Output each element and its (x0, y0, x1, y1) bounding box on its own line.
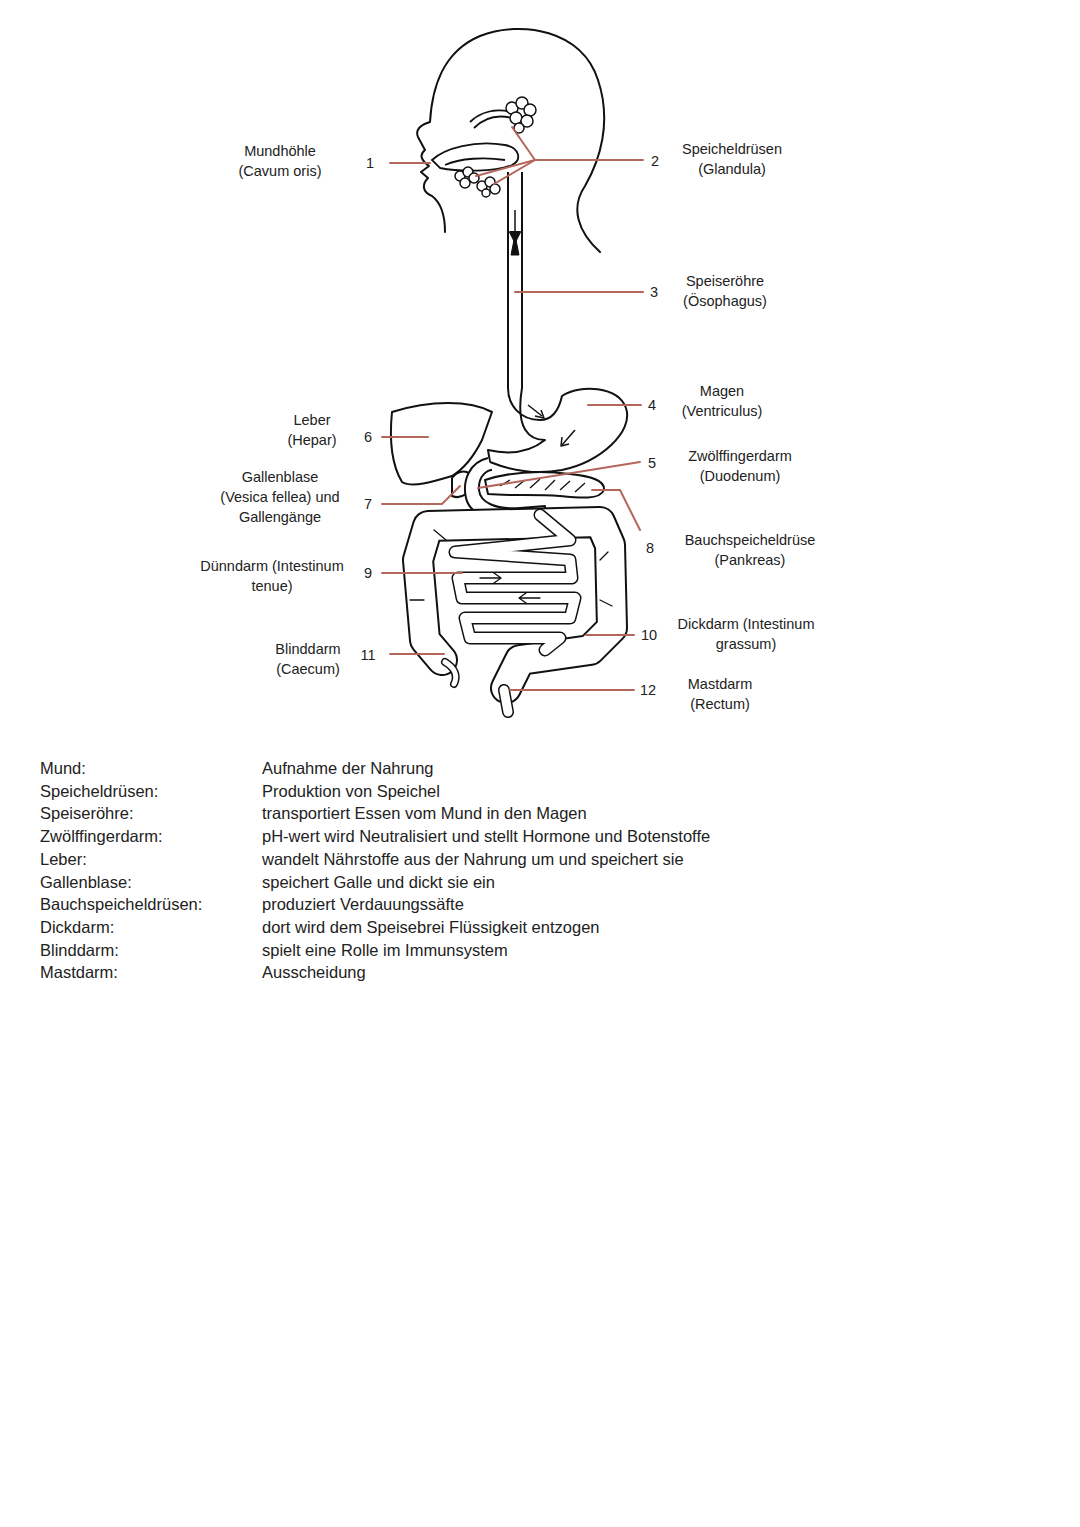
mouth-cavity (474, 116, 512, 128)
organ-label: Blinddarm (Caecum) (262, 639, 354, 679)
organ-label: Zwölffingerdarm (Duodenum) (675, 446, 805, 486)
salivary-glands (455, 97, 536, 197)
esophagus-stomach (488, 172, 627, 472)
callout-number: 10 (637, 625, 661, 645)
table-term: Zwölffingerdarm: (40, 825, 163, 847)
large-intestine (504, 690, 508, 712)
table-description: wandelt Nährstoffe aus der Nahrung um un… (262, 848, 684, 870)
small-intestine (480, 573, 540, 603)
leader-lines (476, 160, 535, 176)
table-description: dort wird dem Speisebrei Flüssigkeit ent… (262, 916, 600, 938)
salivary-glands (482, 189, 490, 197)
organ-label: Leber (Hepar) (277, 410, 347, 450)
table-term: Gallenblase: (40, 871, 132, 893)
esophagus-stomach (488, 172, 627, 472)
organ-label: Mastdarm (Rectum) (675, 674, 765, 714)
esophagus-stomach (561, 437, 569, 446)
small-intestine (455, 515, 575, 650)
leader-lines (535, 159, 643, 161)
organ-label: Dickdarm (Intestinum grassum) (666, 614, 826, 654)
table-term: Mund: (40, 757, 86, 779)
callout-number: 9 (356, 563, 380, 583)
small-intestine (455, 515, 575, 650)
mouth-cavity (445, 158, 505, 165)
salivary-glands (460, 178, 470, 188)
organ-label: Speicheldrüsen (Glandula) (667, 139, 797, 179)
leader-lines (588, 404, 641, 406)
salivary-glands (510, 112, 522, 124)
organ-label: Gallenblase (Vesica fellea) und Gallengä… (220, 467, 340, 527)
leader-lines (510, 689, 634, 691)
table-term: Dickdarm: (40, 916, 114, 938)
leader-lines (478, 462, 640, 488)
mouth-cavity (432, 143, 518, 170)
table-description: Aufnahme der Nahrung (262, 757, 434, 779)
callout-number: 8 (638, 538, 662, 558)
callout-number: 5 (640, 453, 664, 473)
table-description: speichert Galle und dickt sie ein (262, 871, 495, 893)
callout-number: 7 (356, 494, 380, 514)
mouth-cavity (432, 110, 518, 170)
table-term: Mastdarm: (40, 961, 118, 983)
table-term: Bauchspeicheldrüsen: (40, 893, 202, 915)
esophagus-stomach (562, 430, 575, 445)
organ-label: Mundhöhle (Cavum oris) (225, 141, 335, 181)
organ-label: Dünndarm (Intestinum tenue) (197, 556, 347, 596)
leader-lines (382, 486, 460, 504)
callout-number: 1 (358, 153, 382, 173)
leader-lines (512, 127, 535, 160)
esophagus-stomach (535, 410, 544, 418)
salivary-glands (524, 104, 536, 116)
table-description: transportiert Essen vom Mund in den Mage… (262, 802, 587, 824)
callout-number: 3 (642, 282, 666, 302)
callout-number: 6 (356, 427, 380, 447)
callout-number: 11 (356, 645, 380, 665)
table-term: Leber: (40, 848, 87, 870)
small-intestine (455, 515, 575, 650)
table-description: produziert Verdauungssäfte (262, 893, 464, 915)
table-description: spielt eine Rolle im Immunsystem (262, 939, 508, 961)
table-description: pH-wert wird Neutralisiert und stellt Ho… (262, 825, 710, 847)
table-description: Ausscheidung (262, 961, 366, 983)
table-term: Blinddarm: (40, 939, 119, 961)
leader-lines (382, 436, 428, 438)
large-intestine (504, 690, 508, 712)
large-intestine (445, 662, 456, 684)
leader-lines (586, 634, 634, 636)
table-description: Produktion von Speichel (262, 780, 440, 802)
leader-lines (592, 490, 640, 530)
leader-lines (382, 127, 643, 690)
leader-lines (390, 653, 444, 655)
table-term: Speicheldrüsen: (40, 780, 158, 802)
organ-label: Magen (Ventriculus) (667, 381, 777, 421)
table-term: Speiseröhre: (40, 802, 134, 824)
organ-label: Bauchspeicheldrüse (Pankreas) (672, 530, 828, 570)
large-intestine (445, 662, 456, 684)
leader-lines (382, 572, 462, 574)
salivary-glands (490, 184, 500, 194)
esophagus-stomach (511, 235, 519, 255)
leader-lines (515, 291, 643, 293)
esophagus-stomach (528, 405, 542, 416)
callout-number: 4 (640, 395, 664, 415)
organ-label: Speiseröhre (Ösophagus) (670, 271, 780, 311)
duodenum-gallbladder-pancreas (500, 479, 585, 492)
leader-lines (494, 160, 535, 184)
callout-number: 2 (643, 151, 667, 171)
callout-number: 12 (636, 680, 660, 700)
leader-lines (390, 162, 430, 164)
